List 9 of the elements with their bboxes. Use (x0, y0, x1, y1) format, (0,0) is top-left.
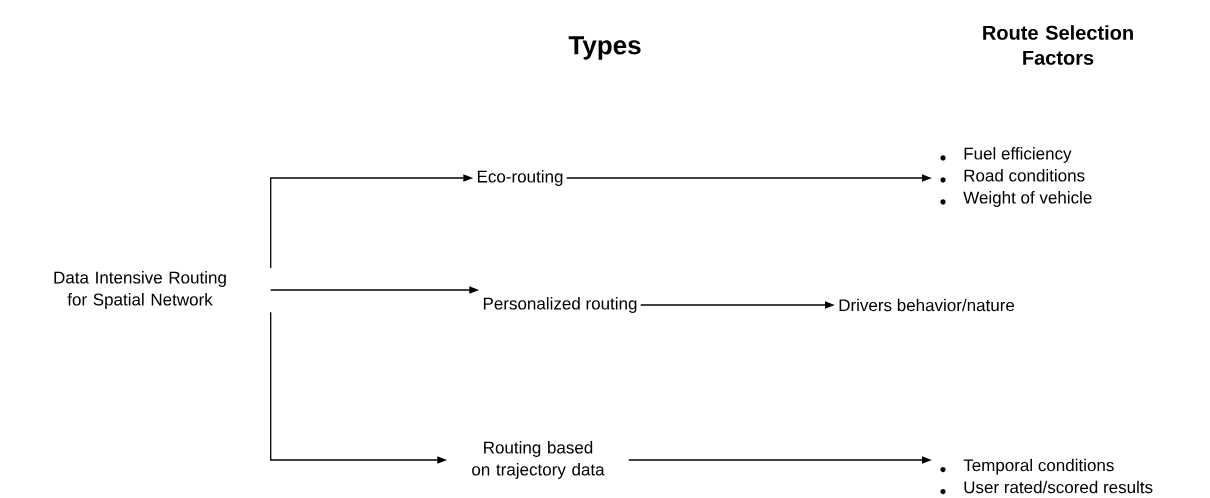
bulleted-list: Temporal conditions User rated/scored results (963, 458, 1153, 494)
heading: Route Selection Factors (983, 25, 1133, 65)
node-text: Drivers behavior/nature (839, 298, 1015, 312)
heading: Types (568, 36, 641, 60)
node-text: Eco-routing (477, 170, 563, 186)
node-text: Data Intensive Routing for Spatial Network (54, 271, 226, 309)
node-text: Personalized routing (483, 297, 637, 313)
bulleted-list: Fuel efficiency Road conditions Weight of vehicle (963, 147, 1092, 207)
node-text: Routing based on trajectory data (472, 441, 605, 479)
